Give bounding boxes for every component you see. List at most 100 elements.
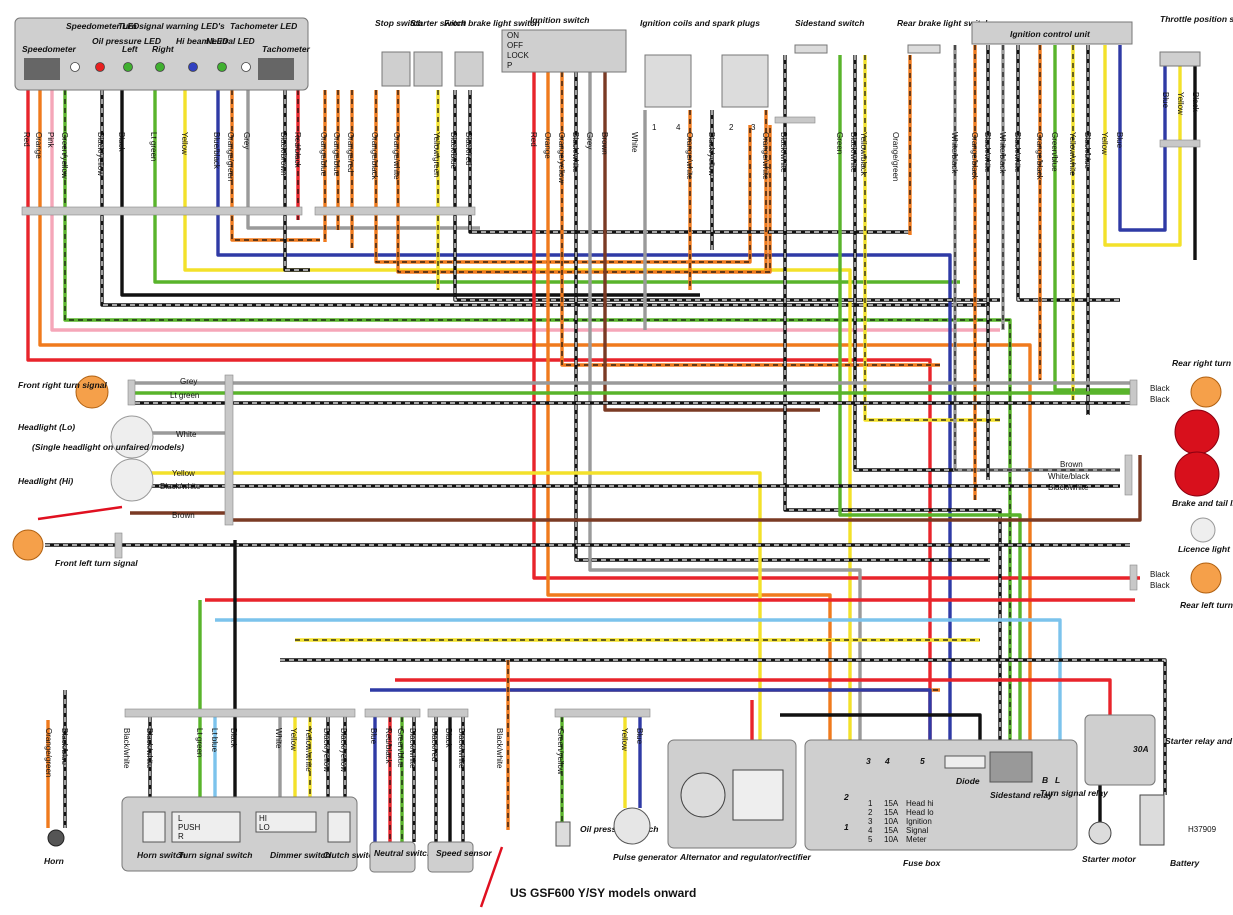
battery-label: Battery [1170,858,1201,868]
wire-label: Orange [543,132,552,159]
ignition-switch: Ignition switch ON OFF LOCK P [501,15,627,73]
starter-switch-label: Starter switch [410,18,466,28]
right-led-label: Right [152,44,175,54]
wire-light_blue-57 [215,618,1062,740]
wire-label: Yellow [1100,132,1109,155]
throttle-wire-label: Yellow [1176,92,1185,115]
wire-green-32 [838,55,1022,740]
hi-beam-led-label: Hi beam LED [176,36,228,46]
indicator-led-1 [95,62,105,72]
wire-tracer-23 [561,72,940,366]
coil-number-4: 4 [676,123,681,132]
wire-label-black-white: Black/white [160,482,201,491]
coil-pack-2-3 [721,54,769,108]
wire-label: Lt green [195,728,204,757]
sidestand-switch-label: Sidestand switch [795,18,864,28]
rear-right-turn-bulb [1190,376,1222,408]
wire-label: Black/white [983,132,992,173]
wire-pink-2 [50,90,1000,332]
fuse-table-cell: 15A [884,808,899,817]
wire-label: Black/yellow [339,728,348,772]
coil-number-3: 3 [751,123,756,132]
horn: Horn [44,829,65,866]
dimmer-switch-label: Dimmer switch [270,850,330,860]
front-left-turn-bulb [12,529,44,561]
wire-label: Orange/yellow [557,132,566,183]
wire-tracer-11 [284,90,310,271]
rear-right-turn-label: Rear right turn signal [1172,358,1233,368]
front-brake-switch-body [454,51,484,87]
wire-label: Black/red [464,132,473,165]
wire-label: Orange/black [370,132,379,181]
wire-label: Orange/black [1035,132,1044,181]
sidestand-relay-label: Sidestand relay [990,790,1054,800]
wire-label: Brown [600,132,609,155]
wire-label: Orange [34,132,43,159]
wire-label: Yellow [289,728,298,751]
wire-label: Black/white [495,728,504,769]
rear-lamps: Rear right turn signal Brake and tail li… [1172,358,1233,610]
wire-label: Blue [1115,132,1124,149]
instrument-panel: Speedometer Tachometer Speedometer LED O… [14,17,311,91]
wire-label: White [274,728,283,749]
speed-sensor-label: Speed sensor [436,848,492,858]
diode-label: Diode [956,776,980,786]
wire-label: Orange/green [44,728,53,777]
fuse-30a-label: 30A [1133,744,1149,754]
rear-brake-switch-label: Rear brake light switch [897,18,990,28]
diode-body [944,755,986,769]
wire-label-r-brown: Brown [1060,460,1083,469]
wire-label: Yellow [620,728,629,751]
front-left-turn-label: Front left turn signal [55,558,138,568]
wire-red-0 [26,90,932,740]
throttle-sensor: Throttle position sensor [1159,14,1233,67]
wire-tracer-16 [375,90,751,263]
wire-orange-22 [546,72,832,740]
wire-label: Black [117,132,126,153]
headlight-hi-label: Headlight (Hi) [18,476,73,486]
wire-label: Red/black [384,728,393,765]
wire-tracer-19 [454,90,1000,301]
wire-tracer-3 [64,90,1011,740]
wire-yellow-45 [1103,45,1182,247]
tail-connector [1124,454,1133,496]
speedometer-led-label: Speedometer LED [66,21,139,31]
wire-label: Orange/green [226,132,235,181]
wire-label: Black/yellow [322,728,331,772]
fuse-box-label: Fuse box [903,858,942,868]
headlight-lo-label: Headlight (Lo) [18,422,75,432]
wire-label: Black/white [145,728,154,769]
regulator-rectifier [732,769,784,821]
indicator-led-2 [123,62,133,72]
ignition-pos-lock: LOCK [507,51,529,60]
clutch-switch-body [327,811,351,843]
wire-label: Black/red [430,728,439,761]
fuse-table-cell: 10A [884,835,899,844]
alternator-label: Alternator and regulator/rectifier [679,852,812,862]
wire-label-rl-black-2: Black [1150,581,1171,590]
coil-number-2: 2 [729,123,734,132]
speedometer-gauge [24,58,60,80]
wire-layer [26,45,1197,842]
fuse-number-2: 2 [843,792,849,802]
clutch-switch-label: Clutch switch [323,850,378,860]
speed-sensor-body [427,841,474,873]
wire-label: Black/white [571,132,580,173]
wire-black-4 [100,90,990,307]
ignition-control-unit: Ignition control unit [971,21,1133,45]
wire-label: Black/yellow [707,132,716,176]
brake-light-lower [1174,451,1220,497]
wire-label: Orange/white [392,132,401,180]
alternator: Alternator and regulator/rectifier [667,739,812,862]
fuse-table-cell: 10A [884,817,899,826]
wire-green-42 [1053,45,1130,392]
wire-tracer-36 [954,45,1120,471]
indicator-led-6 [241,62,251,72]
neutral-speed-sensors: Neutral switch Speed sensor [369,841,492,873]
dimmer-switch-body [255,811,317,833]
switch-label-lo: LO [259,823,270,832]
wire-label: Black/blue [60,728,69,765]
wire-label-brown: Brown [172,511,195,520]
